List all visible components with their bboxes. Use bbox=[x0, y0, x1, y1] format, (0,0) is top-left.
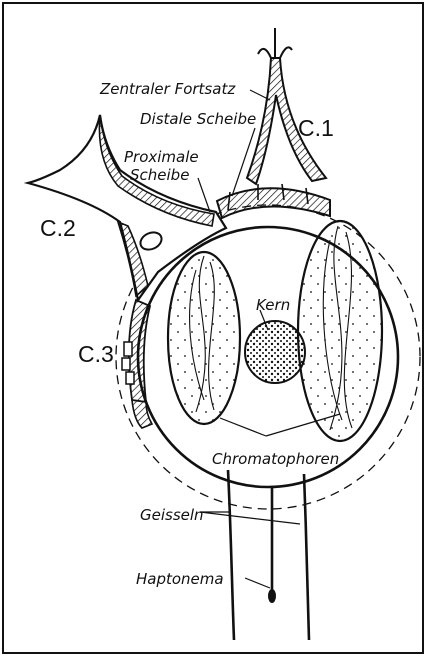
label-c1: C.1 bbox=[298, 115, 334, 141]
chromatophore-left bbox=[168, 252, 240, 424]
label-proximale-line2: Scheibe bbox=[130, 166, 189, 184]
label-distale-scheibe: Distale Scheibe bbox=[140, 110, 256, 128]
flagella bbox=[228, 470, 309, 640]
chromatophore-right bbox=[298, 221, 382, 441]
nucleus bbox=[245, 321, 305, 383]
label-kern: Kern bbox=[256, 296, 290, 314]
label-haptonema: Haptonema bbox=[136, 570, 224, 588]
label-zentraler-fortsatz: Zentraler Fortsatz bbox=[99, 80, 236, 98]
label-proximale-line1: Proximale bbox=[124, 148, 199, 166]
haptonema bbox=[268, 486, 276, 603]
label-geisseln: Geisseln bbox=[140, 506, 204, 524]
label-c2: C.2 bbox=[40, 215, 76, 241]
label-c3: C.3 bbox=[78, 341, 114, 367]
label-chromatophoren: Chromatophoren bbox=[212, 450, 339, 468]
